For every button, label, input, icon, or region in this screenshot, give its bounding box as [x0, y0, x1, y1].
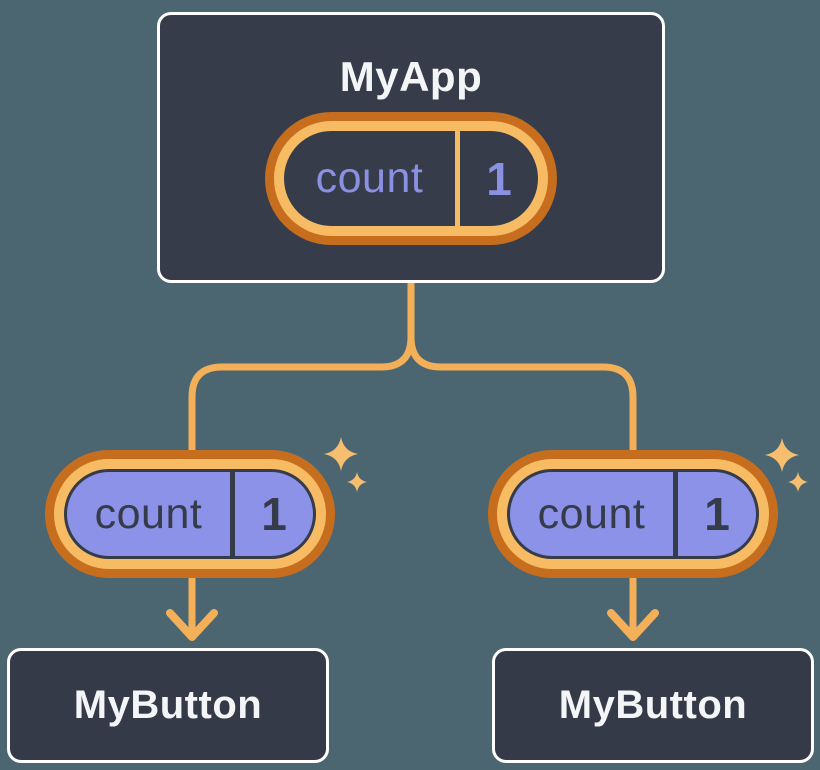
- prop-value-label: 1: [261, 488, 287, 540]
- prop-pill: count 1: [488, 450, 778, 578]
- prop-pill-ring: count 1: [497, 459, 769, 569]
- component-title: MyButton: [558, 683, 748, 727]
- state-pill-ring: count 1: [274, 121, 548, 236]
- prop-value-label: 1: [704, 488, 730, 540]
- arrow-down-icon: [166, 609, 218, 641]
- prop-pill-body: count 1: [507, 469, 759, 559]
- sparkle-icon: [347, 472, 367, 492]
- component-node-myapp: MyApp count 1: [157, 12, 665, 283]
- sparkle-icon: [324, 437, 358, 471]
- component-title: MyButton: [73, 683, 263, 727]
- component-node-mybutton: MyButton: [7, 648, 329, 763]
- component-node-mybutton: MyButton: [492, 648, 814, 763]
- connector-fork-right: [407, 279, 637, 634]
- prop-pill: count 1: [45, 450, 335, 578]
- state-key-label: count: [315, 154, 424, 202]
- state-pill-body: count 1: [284, 131, 538, 226]
- pill-divider: [455, 131, 460, 226]
- arrow-down-icon: [607, 609, 659, 641]
- pill-divider: [673, 472, 678, 556]
- prop-pill-body: count 1: [64, 469, 316, 559]
- state-pill: count 1: [265, 112, 557, 245]
- prop-key-label: count: [94, 489, 203, 538]
- pill-divider: [230, 472, 235, 556]
- state-value-label: 1: [486, 152, 512, 205]
- prop-pill-ring: count 1: [54, 459, 326, 569]
- sparkle-icon: [765, 438, 799, 472]
- component-title: MyApp: [339, 53, 483, 100]
- prop-key-label: count: [537, 489, 646, 538]
- sparkle-icon: [788, 472, 808, 492]
